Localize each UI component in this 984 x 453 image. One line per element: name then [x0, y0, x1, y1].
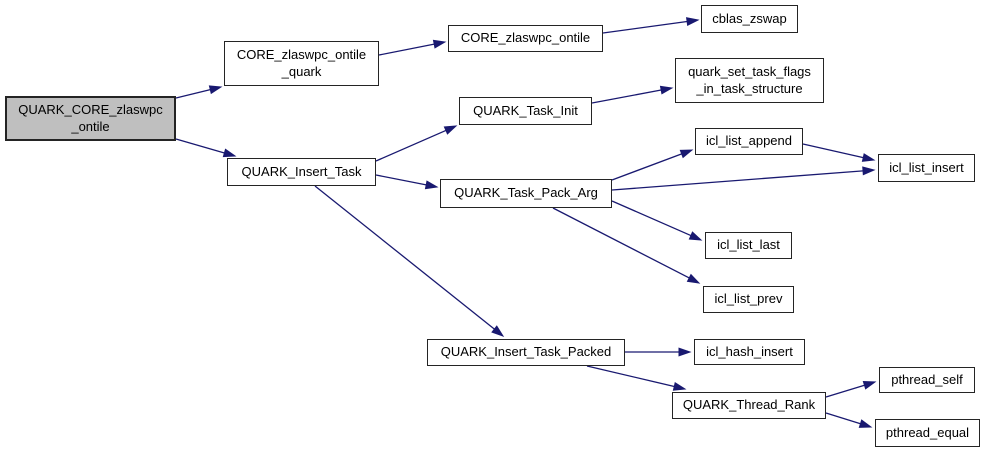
graph-edge-quark-task-pack-arg-to-icl-list-insert: [611, 166, 876, 191]
graph-edge-quark-core-zlaswpc-ontile-to-quark-insert-task: [175, 138, 237, 158]
graph-edge-core-zlaswpc-ontile-quark-to-core-zlaswpc-ontile: [378, 39, 447, 56]
graph-edge-quark-insert-task-to-quark-insert-task-packed: [314, 185, 505, 337]
graph-node-quark-set-task-flags[interactable]: quark_set_task_flags _in_task_structure: [675, 58, 824, 103]
graph-node-quark-insert-task-packed[interactable]: QUARK_Insert_Task_Packed: [427, 339, 625, 366]
graph-node-icl-list-insert[interactable]: icl_list_insert: [878, 154, 975, 182]
graph-node-core-zlaswpc-ontile[interactable]: CORE_zlaswpc_ontile: [448, 25, 603, 52]
graph-node-core-zlaswpc-ontile-quark[interactable]: CORE_zlaswpc_ontile _quark: [224, 41, 379, 86]
graph-edge-quark-task-pack-arg-to-icl-list-last: [611, 200, 703, 241]
graph-node-pthread-equal[interactable]: pthread_equal: [875, 419, 980, 447]
graph-node-cblas-zswap[interactable]: cblas_zswap: [701, 5, 798, 33]
graph-node-quark-thread-rank[interactable]: QUARK_Thread_Rank: [672, 392, 826, 419]
graph-node-pthread-self[interactable]: pthread_self: [879, 367, 975, 393]
graph-edge-quark-task-pack-arg-to-icl-list-prev: [552, 207, 701, 284]
graph-edge-quark-insert-task-to-quark-task-pack-arg: [375, 174, 439, 190]
graph-node-quark-task-init[interactable]: QUARK_Task_Init: [459, 97, 592, 125]
graph-node-icl-hash-insert[interactable]: icl_hash_insert: [694, 339, 805, 365]
graph-edge-quark-insert-task-packed-to-quark-thread-rank: [586, 365, 687, 391]
graph-edge-quark-thread-rank-to-pthread-self: [825, 381, 877, 398]
graph-edge-icl-list-append-to-icl-list-insert: [802, 143, 876, 162]
graph-edge-quark-thread-rank-to-pthread-equal: [825, 412, 873, 428]
graph-edge-quark-insert-task-to-quark-task-init: [375, 125, 458, 162]
graph-edge-core-zlaswpc-ontile-to-cblas-zswap: [602, 17, 700, 34]
graph-node-quark-task-pack-arg[interactable]: QUARK_Task_Pack_Arg: [440, 179, 612, 208]
graph-node-icl-list-prev[interactable]: icl_list_prev: [703, 286, 794, 313]
graph-node-quark-insert-task[interactable]: QUARK_Insert_Task: [227, 158, 376, 186]
graph-node-icl-list-last[interactable]: icl_list_last: [705, 232, 792, 259]
graph-node-quark-core-zlaswpc-ontile: QUARK_CORE_zlaswpc _ontile: [5, 96, 176, 141]
graph-edge-quark-insert-task-packed-to-icl-hash-insert: [625, 347, 692, 357]
graph-edge-quark-task-init-to-quark-set-task-flags: [591, 85, 674, 104]
graph-node-icl-list-append[interactable]: icl_list_append: [695, 128, 803, 155]
graph-edge-quark-core-zlaswpc-ontile-to-core-zlaswpc-ontile-quark: [175, 85, 223, 99]
graph-edge-quark-task-pack-arg-to-icl-list-append: [611, 149, 694, 181]
